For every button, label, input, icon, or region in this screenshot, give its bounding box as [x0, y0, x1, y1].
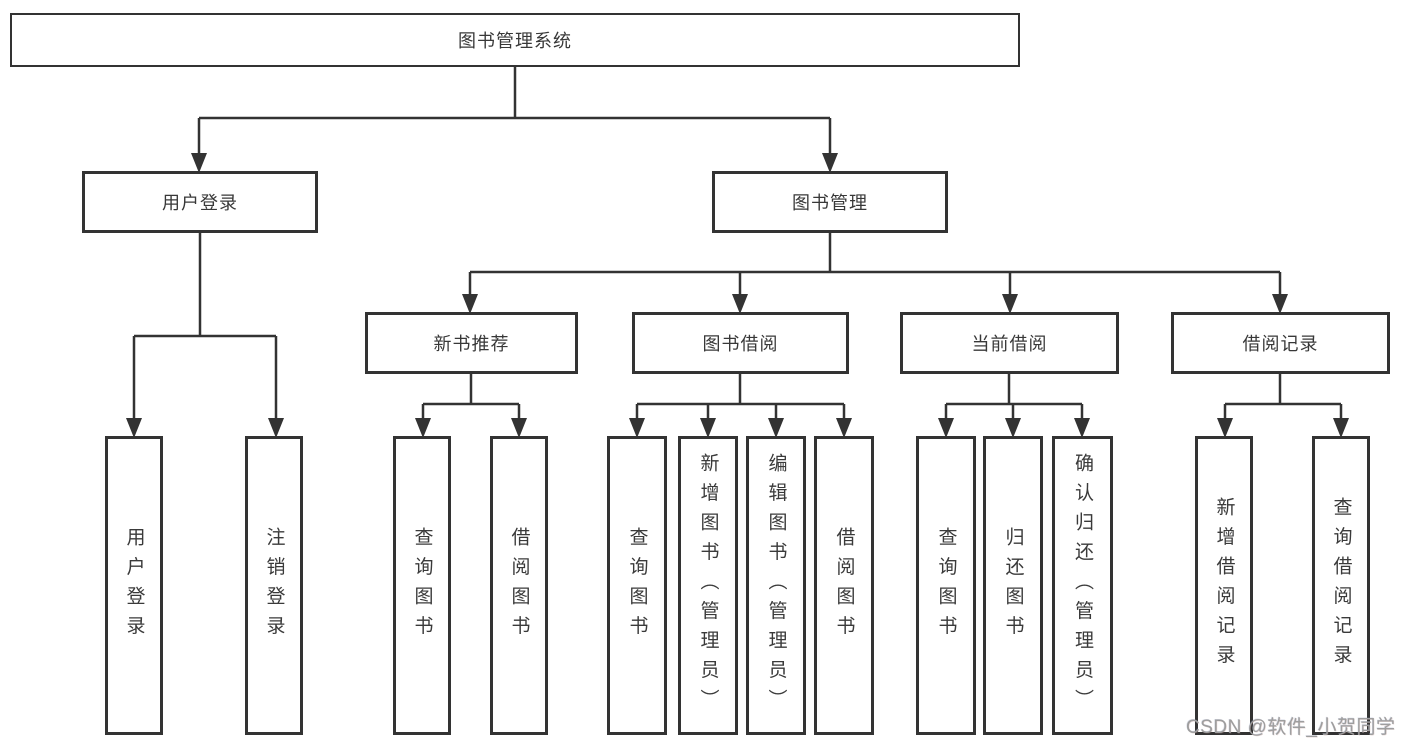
node-leaf-confirm-return-admin: 确认归还（管理员）: [1052, 436, 1113, 735]
connector-book-borrow-to-leaves: [635, 374, 846, 420]
arrowhead: [415, 418, 431, 438]
node-label: 新增借阅记录: [1213, 497, 1235, 674]
connector-current-borrow-to-leaves: [944, 374, 1084, 420]
node-label: 图书管理: [792, 193, 868, 213]
node-current-borrow: 当前借阅: [900, 312, 1119, 374]
node-user-login-branch: 用户登录: [82, 171, 318, 233]
node-label: 编辑图书（管理员）: [765, 452, 787, 719]
arrowhead: [836, 418, 852, 438]
node-label: 确认归还（管理员）: [1072, 452, 1093, 719]
node-leaf-borrow-books-2: 借阅图书: [814, 436, 874, 735]
arrowhead: [462, 294, 478, 314]
node-label: 用户登录: [162, 193, 238, 213]
node-leaf-borrow-books-1: 借阅图书: [490, 436, 548, 735]
node-label: 新增图书（管理员）: [697, 452, 719, 719]
arrowhead: [629, 418, 645, 438]
node-label: 新书推荐: [433, 334, 510, 354]
node-leaf-edit-books-admin: 编辑图书（管理员）: [746, 436, 806, 735]
node-leaf-return-books: 归还图书: [983, 436, 1043, 735]
node-leaf-query-borrow-record: 查询借阅记录: [1312, 436, 1370, 735]
node-label: 当前借阅: [971, 334, 1048, 354]
node-label: 查询图书: [411, 526, 433, 645]
arrowhead: [1333, 418, 1349, 438]
node-book-borrow: 图书借阅: [632, 312, 849, 374]
node-leaf-user-login: 用户登录: [105, 436, 163, 735]
node-label: 借阅图书: [508, 526, 530, 645]
arrowhead: [511, 418, 527, 438]
node-library-system: 图书管理系统: [10, 13, 1020, 67]
node-label: 查询图书: [626, 526, 648, 645]
connector-user-login-to-leaves: [132, 233, 278, 420]
node-borrow-records: 借阅记录: [1171, 312, 1390, 374]
arrowhead: [768, 418, 784, 438]
node-label: 借阅图书: [833, 526, 855, 645]
node-label: 归还图书: [1002, 526, 1024, 645]
node-label: 图书管理系统: [458, 31, 572, 51]
node-label: 借阅记录: [1242, 334, 1319, 354]
arrowhead: [1074, 418, 1090, 438]
arrowhead: [938, 418, 954, 438]
arrowhead: [268, 418, 284, 438]
arrowhead: [732, 294, 748, 314]
arrowhead: [1217, 418, 1233, 438]
node-leaf-query-books-2: 查询图书: [607, 436, 667, 735]
node-leaf-query-books-3: 查询图书: [916, 436, 976, 735]
arrowhead: [1272, 294, 1288, 314]
node-label: 查询借阅记录: [1330, 497, 1352, 674]
connector-new-book-to-leaves: [421, 374, 521, 420]
node-leaf-add-books-admin: 新增图书（管理员）: [678, 436, 738, 735]
node-label: 图书借阅: [702, 334, 779, 354]
arrowhead: [700, 418, 716, 438]
connector-borrow-records-to-leaves: [1223, 374, 1343, 420]
arrowhead: [1002, 294, 1018, 314]
node-label: 查询图书: [935, 526, 957, 645]
arrowhead: [191, 153, 207, 173]
node-new-book-recommend: 新书推荐: [365, 312, 578, 374]
arrowhead: [822, 153, 838, 173]
node-label: 用户登录: [123, 526, 145, 645]
connector-book-management-to-level3: [468, 233, 1282, 296]
arrowhead: [1005, 418, 1021, 438]
arrowhead: [126, 418, 142, 438]
node-label: 注销登录: [263, 526, 285, 645]
node-leaf-add-borrow-record: 新增借阅记录: [1195, 436, 1253, 735]
node-book-management-branch: 图书管理: [712, 171, 948, 233]
csdn-watermark: CSDN @软件_小贺同学: [1186, 717, 1396, 738]
node-leaf-logout: 注销登录: [245, 436, 303, 735]
node-leaf-query-books-1: 查询图书: [393, 436, 451, 735]
connector-root-to-level2: [197, 67, 832, 155]
